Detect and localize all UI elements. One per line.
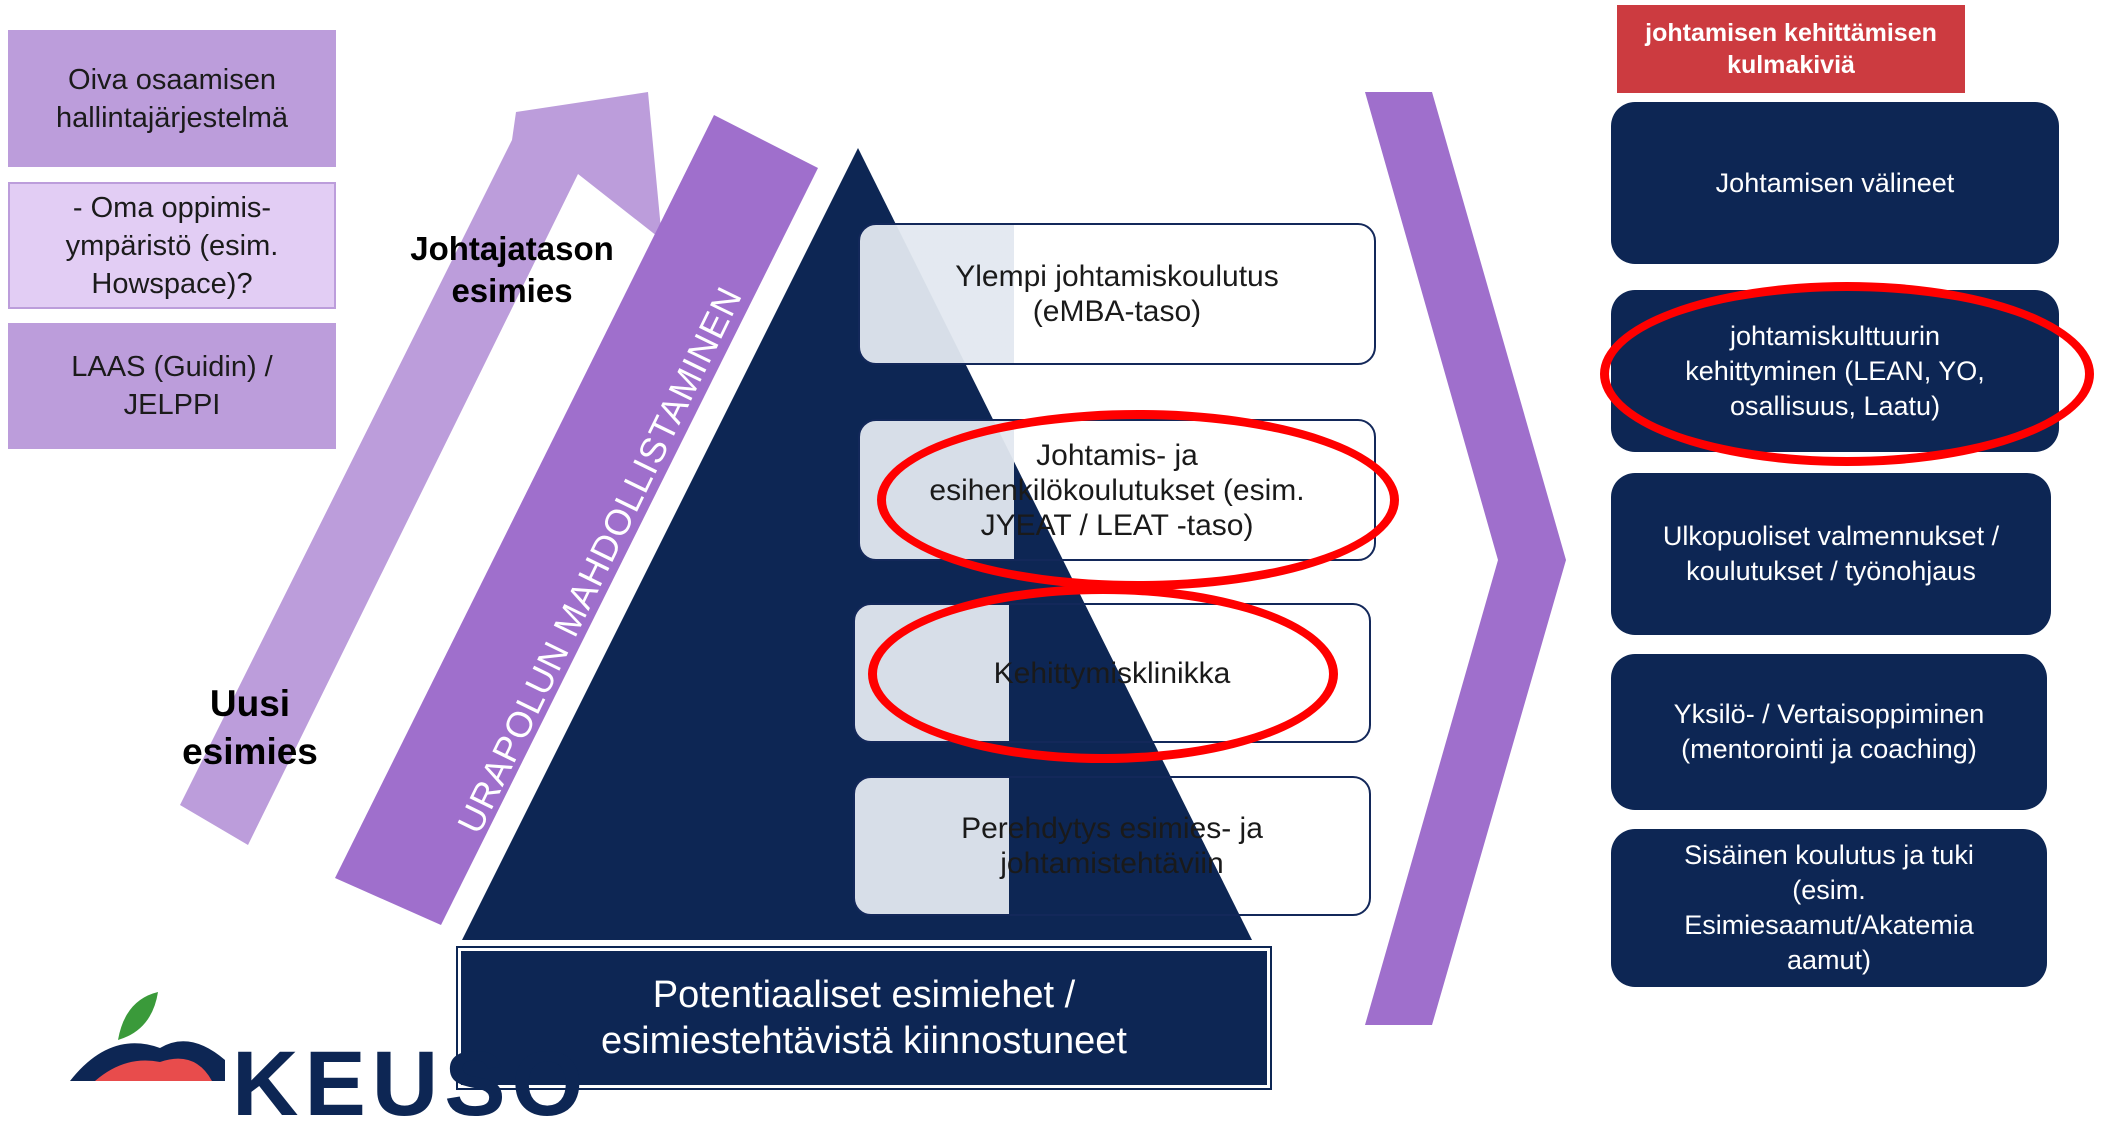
cornerstone-1-label: Johtamisen välineet xyxy=(1715,167,1955,198)
cornerstone-sisainen-koulutus: Sisäinen koulutus ja tuki (esim. Esimies… xyxy=(1611,829,2047,987)
cornerstone-5-label: Sisäinen koulutus ja tuki (esim. Esimies… xyxy=(1684,840,1974,975)
cornerstone-yksilo-vertaisoppiminen: Yksilö- / Vertaisoppiminen (mentorointi … xyxy=(1611,654,2047,810)
cornerstone-johtamiskulttuuri: johtamiskulttuurin kehittyminen (LEAN, Y… xyxy=(1611,290,2059,452)
logo-mark xyxy=(70,992,225,1081)
level-kehittymisklinikka: Kehittymisklinikka xyxy=(853,603,1371,743)
pyramid-base-label: Potentiaaliset esimiehet / esimiestehtäv… xyxy=(601,974,1127,1062)
level-3-label: Kehittymisklinikka xyxy=(993,656,1231,690)
cornerstone-ulkopuoliset-valmennukset: Ulkopuoliset valmennukset / koulutukset … xyxy=(1611,473,2051,635)
cornerstone-3-label: Ulkopuoliset valmennukset / koulutukset … xyxy=(1662,521,2000,586)
level-4-label: Perehdytys esimies- ja johtamistehtäviin xyxy=(961,812,1263,880)
tool-laas-label: LAAS (Guidin) / JELPPI xyxy=(71,351,273,421)
logo-text: KEUSO xyxy=(232,1033,590,1135)
growth-arrow xyxy=(180,92,662,845)
level-johtamiskoulutukset: Johtamis- ja esihenkilökoulutukset (esim… xyxy=(858,419,1376,561)
tool-oma-oppimisymparisto: - Oma oppimis- ympäristö (esim. Howspace… xyxy=(8,182,336,309)
tool-oiva: Oiva osaamisen hallintajärjestelmä xyxy=(8,30,336,167)
tool-oiva-label: Oiva osaamisen hallintajärjestelmä xyxy=(55,63,289,134)
leader-level-label: Johtajatason esimies xyxy=(410,230,614,309)
new-supervisor-label: Uusi esimies xyxy=(182,683,318,772)
cornerstones-title-label: johtamisen kehittämisen kulmakiviä xyxy=(1645,19,1937,79)
career-path-band xyxy=(335,115,818,925)
tool-oppimisymparisto-label: - Oma oppimis- ympäristö (esim. Howspace… xyxy=(65,191,279,300)
level-2-label: Johtamis- ja esihenkilökoulutukset (esim… xyxy=(929,438,1305,542)
cornerstone-2-label: johtamiskulttuurin kehittyminen (LEAN, Y… xyxy=(1685,320,1985,421)
chevron-arrow xyxy=(1365,92,1566,1025)
level-perehdytys: Perehdytys esimies- ja johtamistehtäviin xyxy=(853,776,1371,916)
level-ylempi-johtamiskoulutus: Ylempi johtamiskoulutus (eMBA-taso) xyxy=(858,223,1376,365)
tool-laas: LAAS (Guidin) / JELPPI xyxy=(8,323,336,449)
level-1-label: Ylempi johtamiskoulutus (eMBA-taso) xyxy=(955,260,1279,328)
cornerstones-title: johtamisen kehittämisen kulmakiviä xyxy=(1617,5,1965,93)
pyramid-base: Potentiaaliset esimiehet / esimiestehtäv… xyxy=(456,946,1272,1090)
cornerstone-4-label: Yksilö- / Vertaisoppiminen (mentorointi … xyxy=(1673,699,1985,764)
cornerstone-johtamisen-valineet: Johtamisen välineet xyxy=(1611,102,2059,264)
